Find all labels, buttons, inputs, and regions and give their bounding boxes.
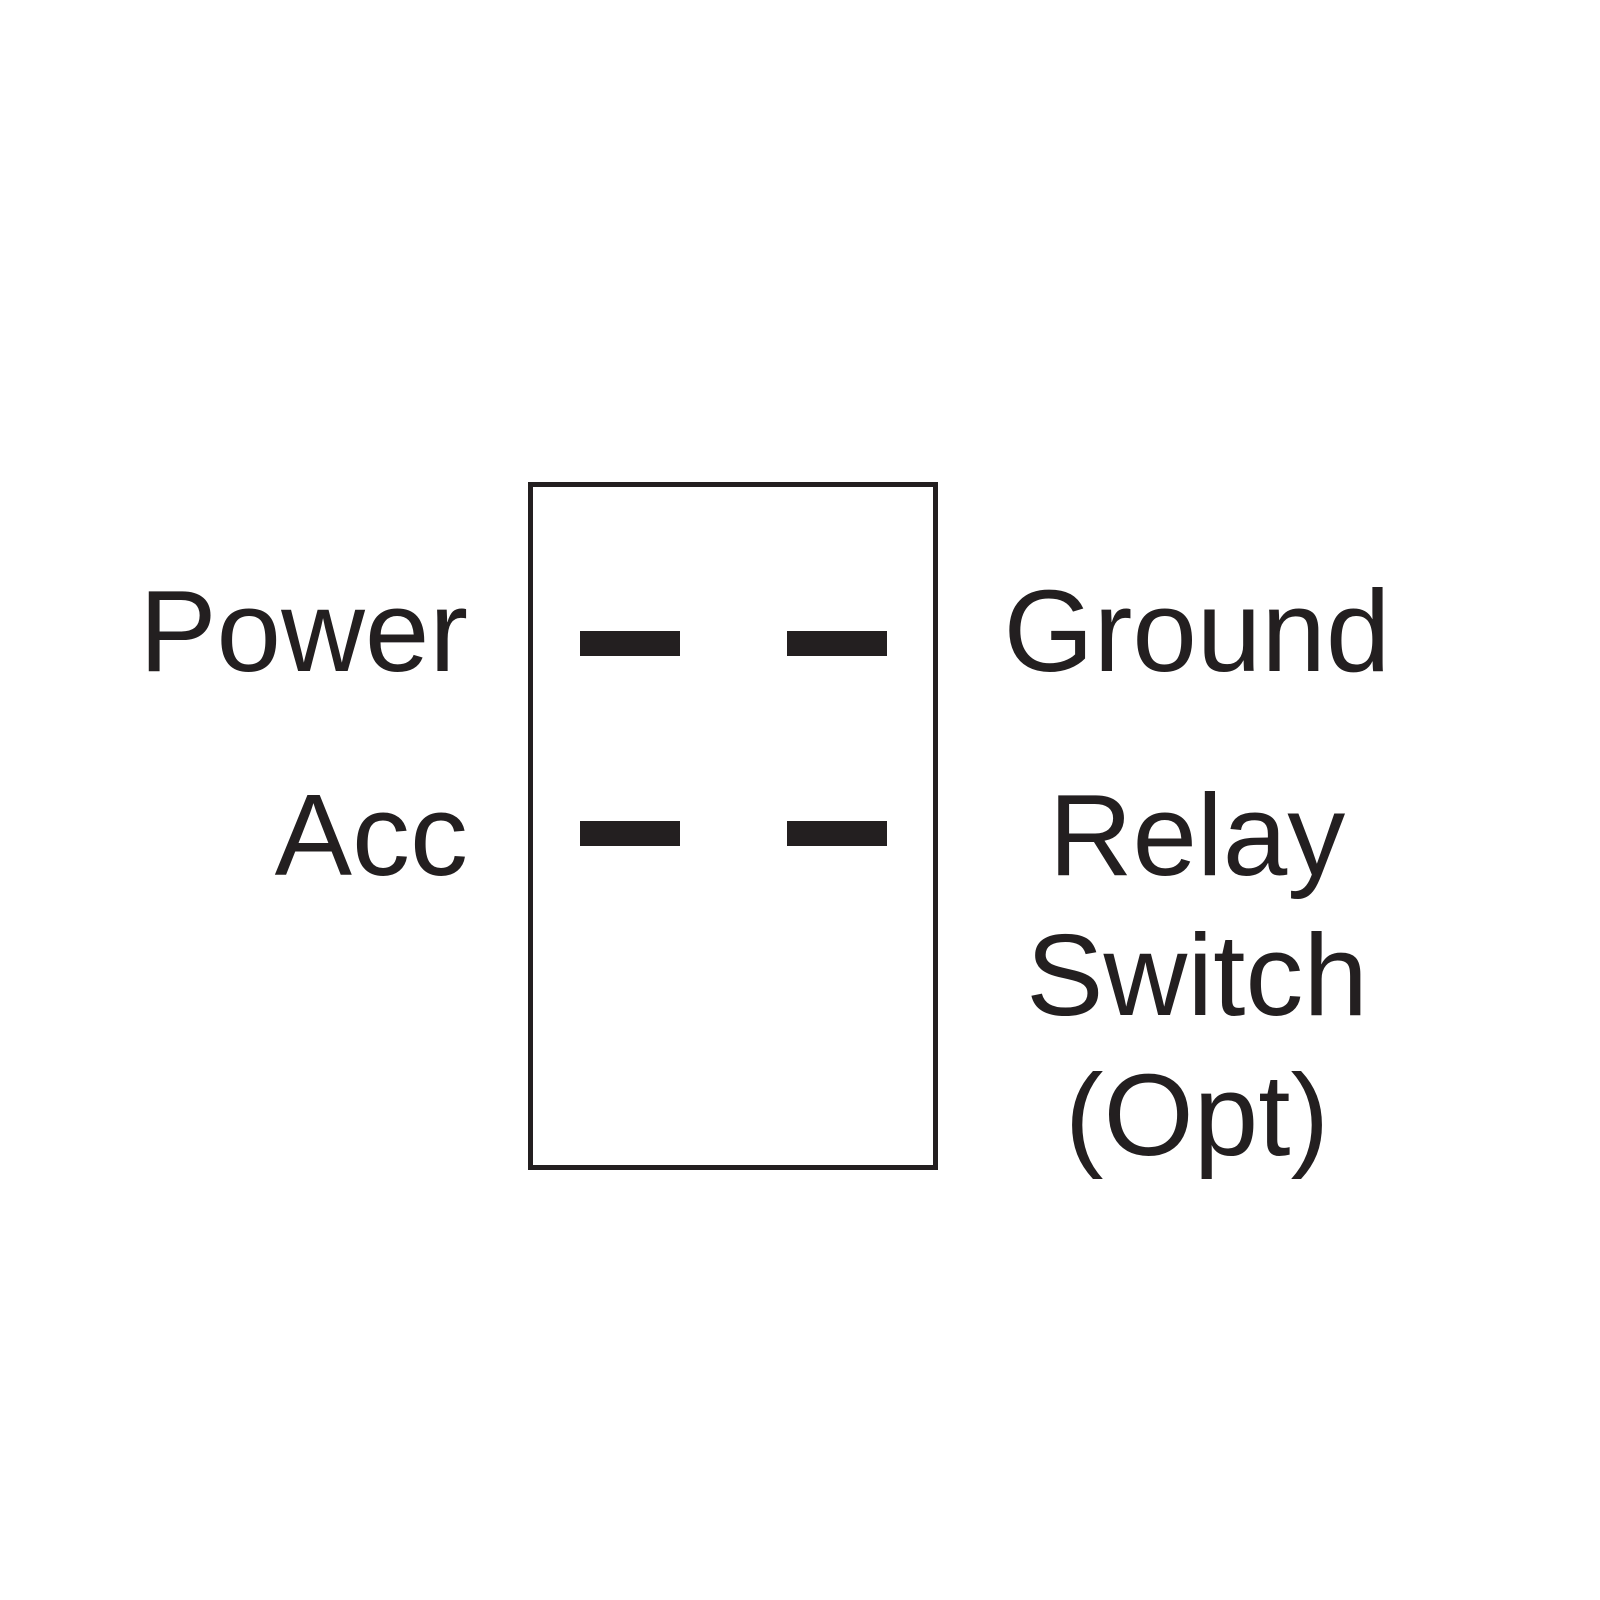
- switch-body-outline: [528, 482, 938, 1170]
- power-label: Power: [139, 566, 468, 696]
- opt-label-line: (Opt): [1064, 1050, 1330, 1180]
- ground-label: Ground: [1003, 566, 1391, 696]
- ground-terminal-dash: [787, 631, 887, 656]
- relay-label-line: Relay: [1048, 770, 1346, 900]
- switch-label-line: Switch: [1026, 910, 1368, 1040]
- relay-terminal-dash: [787, 821, 887, 846]
- relay-switch-opt-label: Relay Switch (Opt): [990, 765, 1404, 1185]
- acc-label: Acc: [274, 770, 468, 900]
- acc-terminal-dash: [580, 821, 680, 846]
- power-terminal-dash: [580, 631, 680, 656]
